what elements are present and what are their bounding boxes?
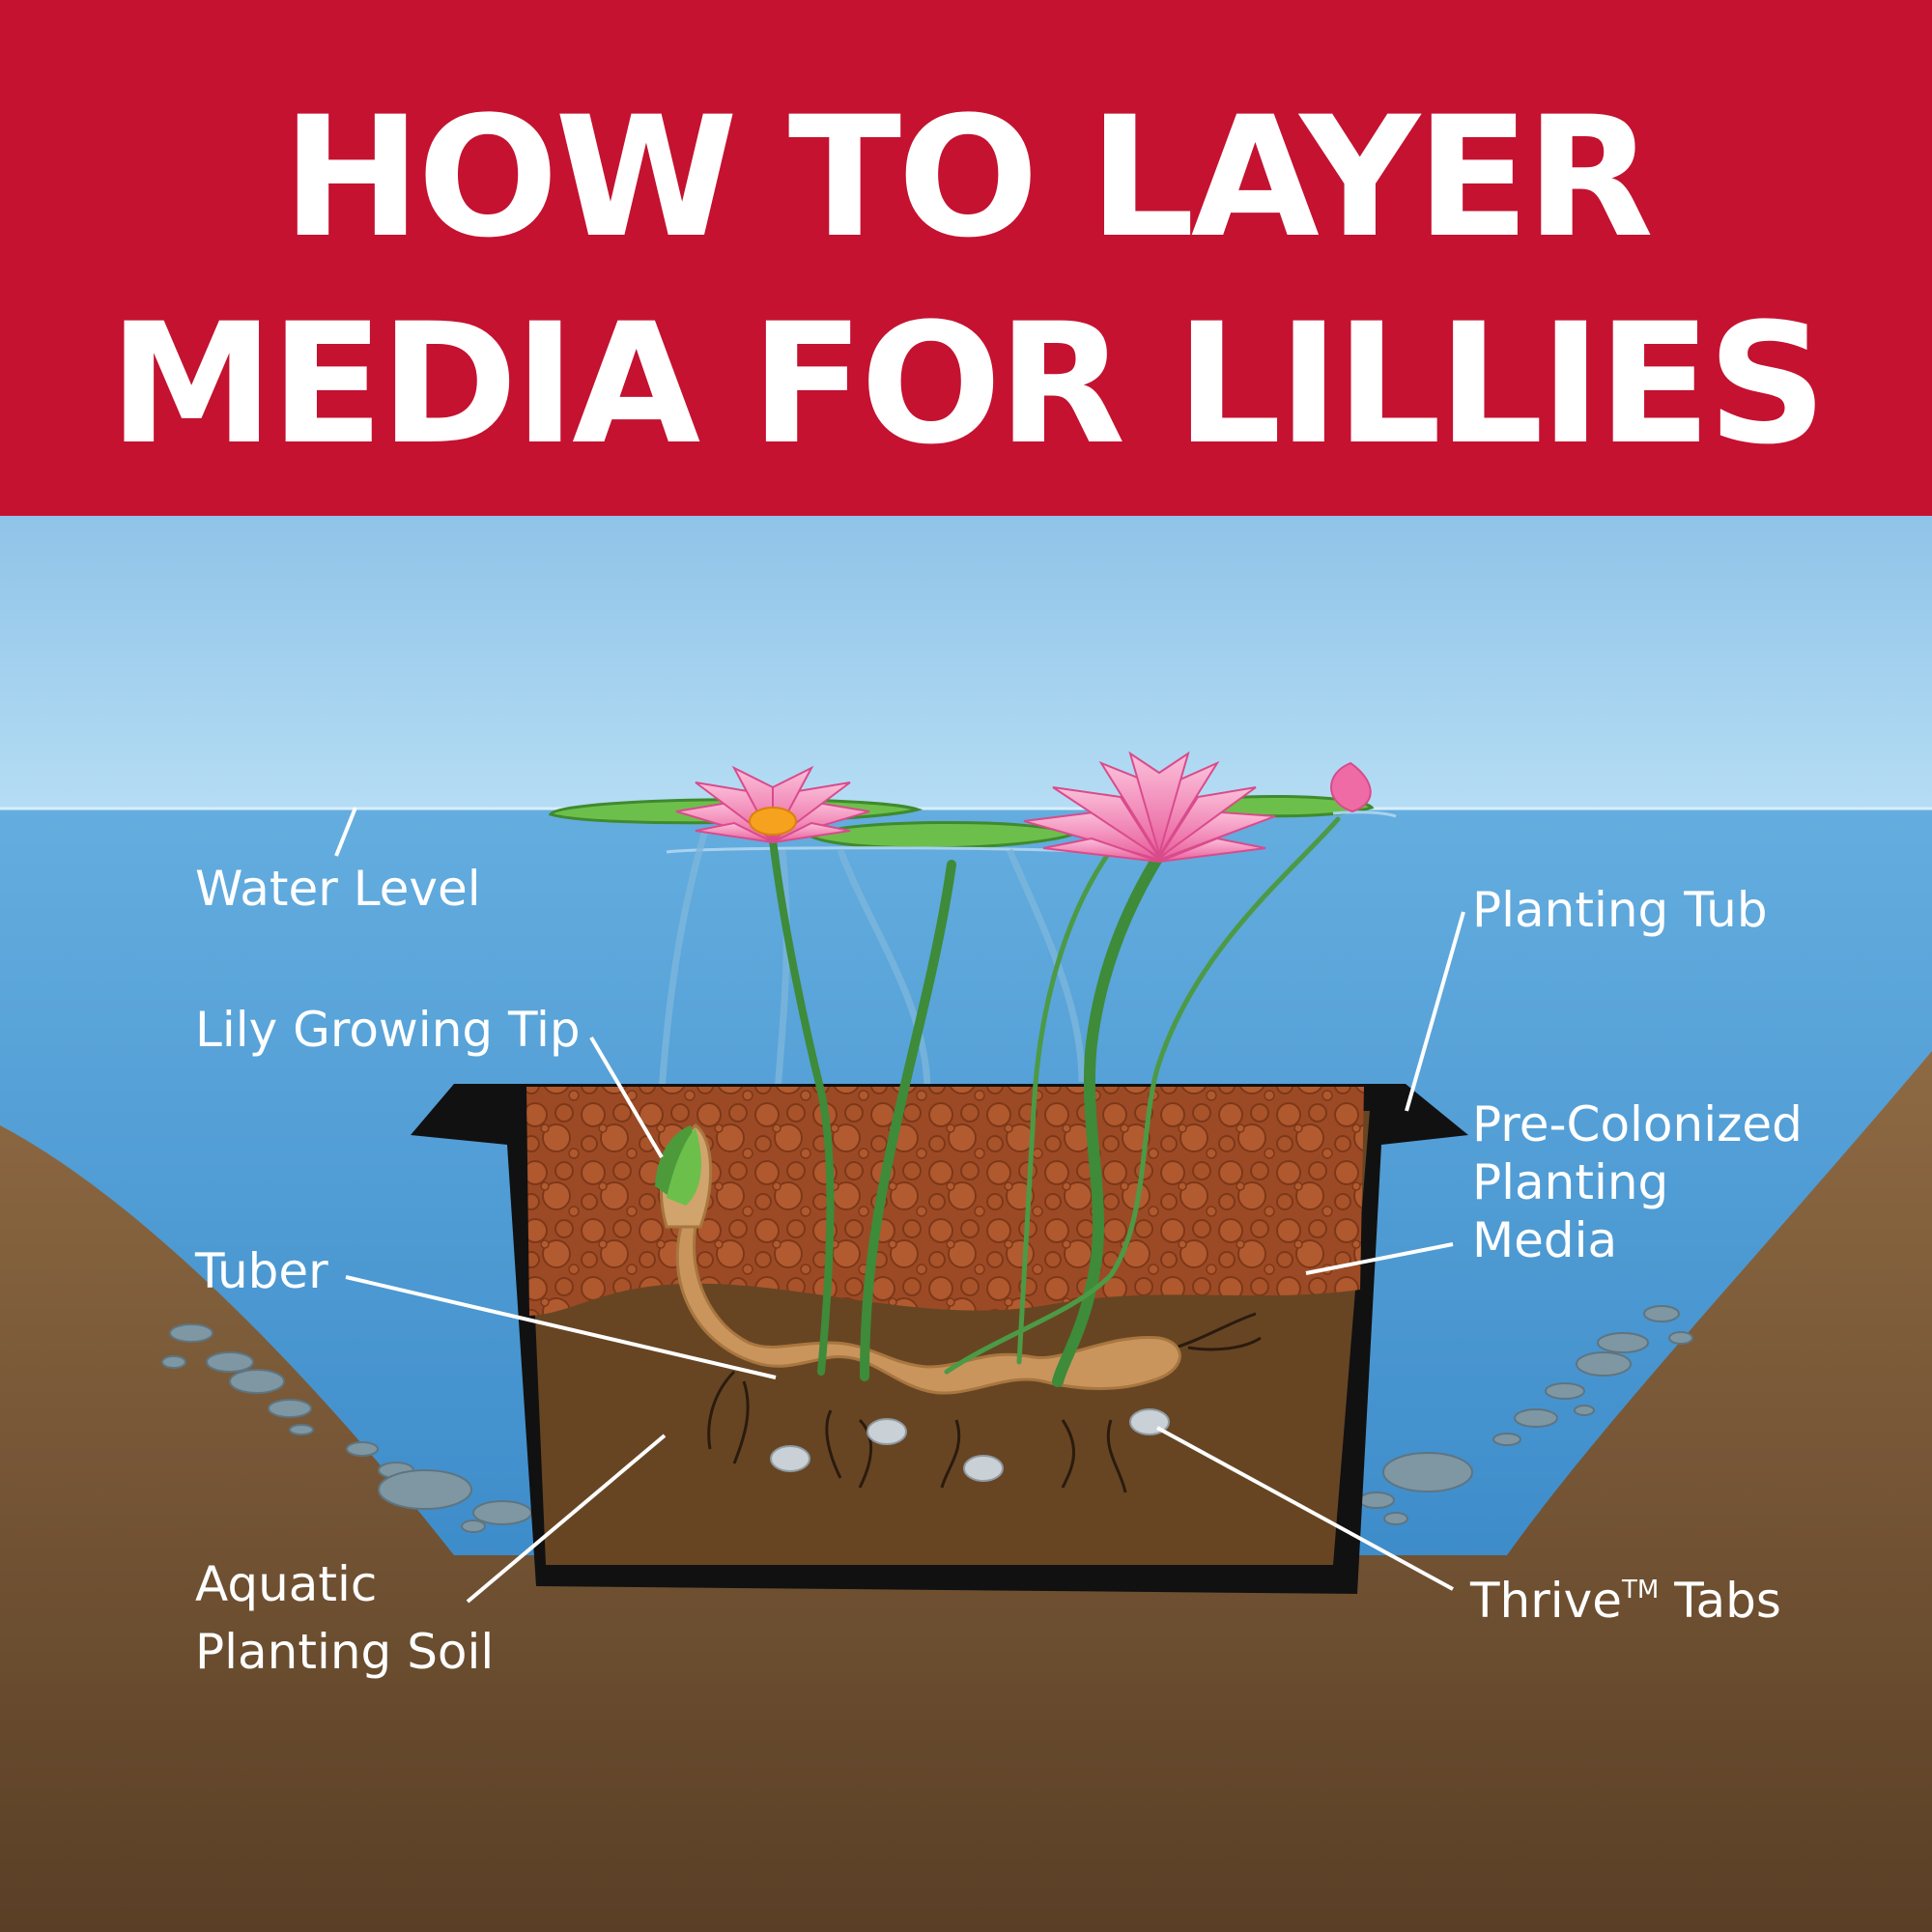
lily-flower-left — [675, 765, 870, 843]
leader-planting-tub — [1405, 911, 1465, 1112]
pre-colonized-media-layer — [526, 1087, 1364, 1316]
leader-water-level — [334, 807, 357, 857]
title-line-1: HOW TO LAYER — [282, 80, 1654, 274]
pond-cross-section — [0, 516, 1932, 1932]
thrive-word: Thrive — [1470, 1573, 1623, 1629]
lily-bud — [1330, 761, 1372, 813]
lily-growing-tip — [655, 1125, 701, 1206]
lily-flower-right — [1023, 751, 1276, 863]
leader-growing-tip — [589, 1036, 664, 1159]
pond-bank — [0, 1051, 1932, 1932]
lily-stems — [769, 816, 1341, 1387]
label-lily-growing-tip: Lily Growing Tip — [195, 1002, 581, 1058]
leader-tuber — [345, 1275, 777, 1379]
label-water-level: Water Level — [195, 861, 481, 917]
title-banner: HOW TO LAYER MEDIA FOR LILLIES — [0, 0, 1932, 516]
label-planting-tub: Planting Tub — [1472, 882, 1768, 938]
trademark-symbol: TM — [1622, 1576, 1660, 1605]
label-aquatic-soil-line-2: Planting Soil — [195, 1624, 495, 1680]
leader-lines — [334, 807, 1465, 1604]
thrive-tabs — [770, 1408, 1170, 1482]
leader-aquatic-soil — [466, 1434, 667, 1604]
label-tuber: Tuber — [195, 1243, 328, 1299]
label-media-line-1: Pre-Colonized — [1472, 1096, 1803, 1152]
label-media-line-2: Planting — [1472, 1154, 1669, 1210]
rocks-right — [1358, 1305, 1693, 1525]
label-aquatic-soil-line-1: Aquatic — [195, 1556, 378, 1612]
label-media-line-3: Media — [1472, 1212, 1618, 1268]
title-line-2: MEDIA FOR LILLIES — [108, 287, 1828, 481]
sky — [0, 516, 1932, 810]
label-thrive-tabs: ThriveTM Tabs — [1470, 1561, 1781, 1630]
leader-media — [1305, 1242, 1454, 1275]
tabs-word: Tabs — [1674, 1573, 1781, 1629]
rocks-left — [161, 1323, 532, 1533]
roots — [707, 1312, 1262, 1493]
leader-thrive-tabs — [1156, 1426, 1454, 1591]
